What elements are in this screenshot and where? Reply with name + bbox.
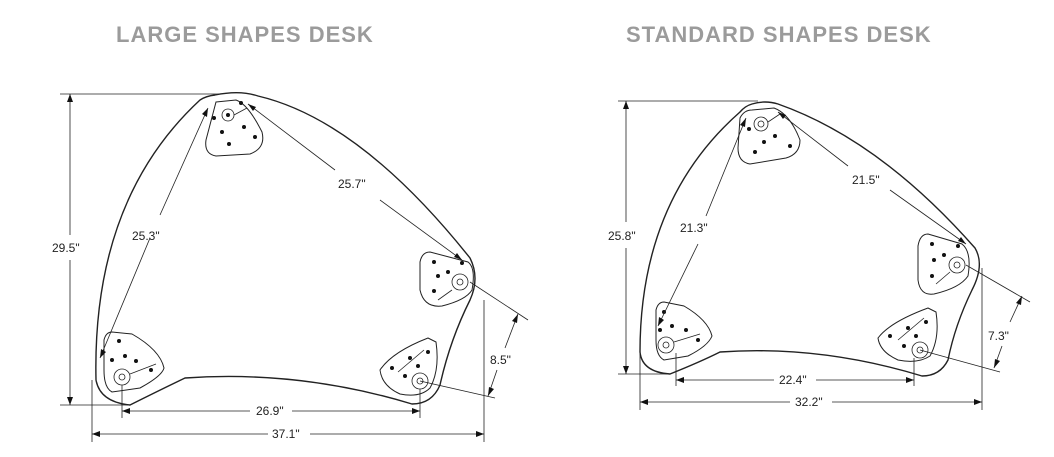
large-overall-width-label: 37.1"	[272, 427, 300, 441]
large-right-offset-label: 8.5"	[490, 353, 511, 367]
standard-diagonal-left-dimension	[657, 117, 747, 327]
standard-right-offset-label: 7.3"	[988, 329, 1009, 343]
large-height-dimension	[60, 93, 220, 406]
large-desk-title: LARGE SHAPES DESK	[116, 22, 374, 47]
standard-overall-width-dimension	[639, 268, 983, 410]
large-top-plate	[205, 99, 264, 157]
standard-desk-title: STANDARD SHAPES DESK	[626, 22, 932, 47]
large-desk-drawing: 29.5" 25.3" 25.7" 8.5"	[52, 92, 529, 442]
large-inner-width-label: 26.9"	[256, 404, 284, 418]
large-inner-width-dimension	[121, 385, 421, 418]
standard-bottom-left-plate	[655, 301, 713, 361]
large-right-plate	[419, 251, 474, 307]
standard-bottom-right-plate	[877, 307, 938, 362]
large-desk-outline	[95, 92, 476, 406]
large-right-offset-dimension	[419, 281, 529, 399]
standard-diagonal-top-label: 21.5"	[852, 173, 880, 187]
standard-diagonal-left-label: 21.3"	[680, 221, 708, 235]
large-diagonal-left-label: 25.3"	[132, 229, 160, 243]
large-diagonal-left-dimension	[99, 107, 209, 359]
large-overall-width-dimension	[91, 300, 485, 442]
large-diagonal-top-dimension	[247, 103, 463, 261]
standard-desk-drawing: 25.8" 21.3" 21.5" 7.3"	[608, 100, 1031, 410]
standard-overall-width-label: 32.2"	[795, 395, 823, 409]
standard-desk-outline	[639, 101, 980, 377]
standard-right-plate	[917, 233, 970, 295]
standard-right-offset-dimension	[919, 264, 1031, 373]
standard-inner-width-dimension	[675, 353, 915, 386]
standard-diagonal-top-dimension	[777, 111, 967, 245]
large-diagonal-top-label: 25.7"	[338, 177, 366, 191]
standard-height-dimension	[618, 100, 758, 375]
standard-height-label: 25.8"	[608, 229, 636, 243]
large-height-label: 29.5"	[52, 241, 80, 255]
standard-inner-width-label: 22.4"	[779, 373, 807, 387]
large-bottom-left-plate	[103, 331, 165, 393]
standard-top-plate	[737, 107, 801, 165]
large-bottom-right-plate	[379, 337, 438, 396]
